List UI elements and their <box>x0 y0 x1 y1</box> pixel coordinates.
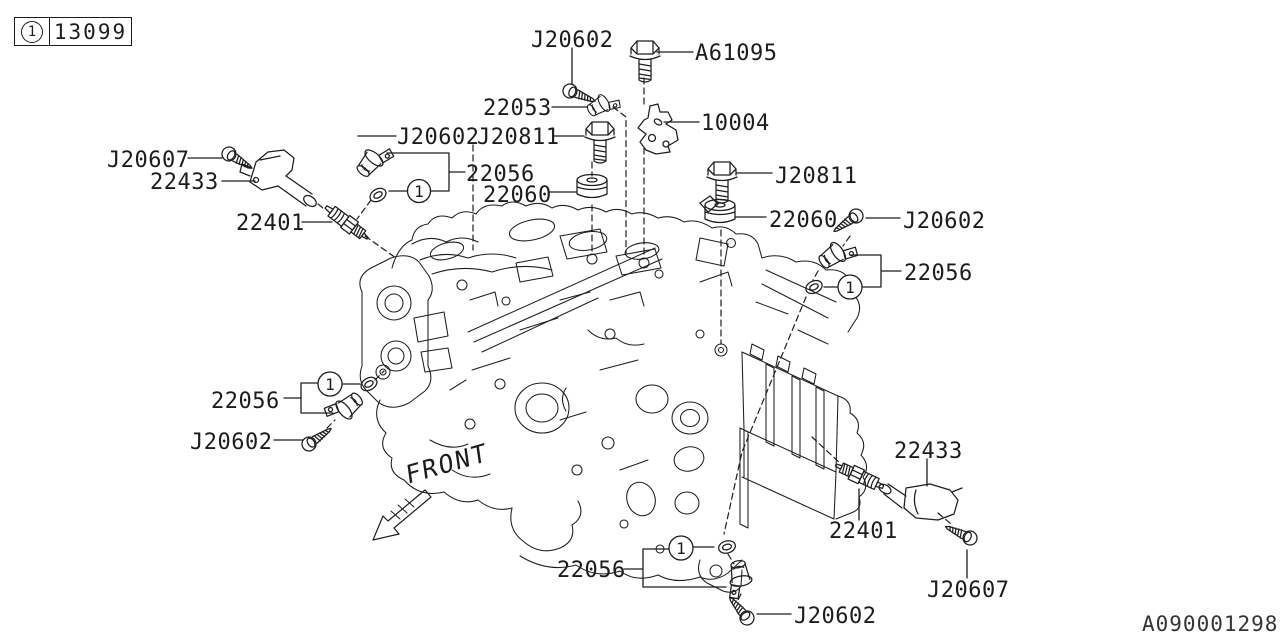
part-label-10004: 10004 <box>701 111 770 136</box>
bracket-icon-10004 <box>637 103 679 155</box>
part-label-22056-bottomcenter: 22056 <box>557 558 626 583</box>
legend-box: 1 13099 <box>14 17 132 46</box>
cam-sensor-icon-bottomcenter <box>723 558 756 601</box>
spark-plug-icon-bottom <box>832 457 887 495</box>
part-label-j20811-right: J20811 <box>775 164 858 189</box>
callout-markers: 1 1 1 1 <box>317 178 863 561</box>
part-label-j20607-bottom: J20607 <box>927 578 1010 603</box>
bolt-icon-j20602-top <box>560 81 599 109</box>
ignition-coil-icon-left <box>239 149 317 208</box>
bolt-icon-a61095 <box>629 40 661 83</box>
part-label-22060-left: 22060 <box>483 183 552 208</box>
part-label-j20602-top: J20602 <box>531 28 614 53</box>
cam-sensor-icon-topleft <box>351 137 397 184</box>
part-label-22401-bottom: 22401 <box>829 519 898 544</box>
insulator-icon-22060-left <box>576 173 608 199</box>
front-direction-arrow <box>372 489 432 541</box>
leader-lines <box>187 47 968 615</box>
bolt-icon-j20607-topleft <box>218 143 257 175</box>
sensor-icon-22053 <box>583 87 623 123</box>
drawing-number: A090001298 <box>1142 612 1279 636</box>
part-label-j20602-bottom: J20602 <box>794 604 877 629</box>
bolt-icon-j20607-bottom <box>941 519 980 548</box>
callout-marker: 1 <box>837 274 863 300</box>
oring-icon-bottomleft <box>358 373 380 395</box>
legend-callout-circle: 1 <box>21 20 43 43</box>
callout-number: 1 <box>845 278 855 297</box>
cam-sensor-icon-right <box>814 232 861 276</box>
oring-icon-topleft <box>367 184 389 206</box>
callout-number: 1 <box>325 375 335 394</box>
part-label-22056-right: 22056 <box>904 261 973 286</box>
callout-number: 1 <box>676 539 686 558</box>
part-label-22401-left: 22401 <box>236 211 305 236</box>
oring-icon-right <box>803 277 825 297</box>
part-label-22433-left: 22433 <box>150 170 219 195</box>
callout-marker: 1 <box>406 178 432 204</box>
part-label-22060-right: 22060 <box>769 208 838 233</box>
part-label-j20602-mid: J20602 <box>397 125 480 150</box>
part-label-j20602-bottomleft: J20602 <box>190 430 273 455</box>
legend-callout-cell: 1 <box>15 18 50 45</box>
part-label-a61095: A61095 <box>695 41 778 66</box>
part-label-22053: 22053 <box>483 96 552 121</box>
legend-part-number: 13099 <box>53 19 128 44</box>
oring-icon-bottomcenter <box>716 538 738 556</box>
engine-line-art <box>359 201 868 593</box>
legend-callout-number: 1 <box>27 23 37 40</box>
insulator-cap-icon <box>699 195 719 213</box>
part-icons <box>218 40 980 629</box>
bolt-icon-j20602-bottomleft <box>298 422 336 455</box>
part-label-22056-topleft: 22056 <box>466 162 535 187</box>
callout-marker: 1 <box>317 371 343 397</box>
bolt-icon-j20811-mid <box>584 121 616 164</box>
ignition-coil-icon-right <box>878 483 963 521</box>
callout-number: 1 <box>414 182 424 201</box>
bolt-icon-j20602-bottom <box>723 592 758 629</box>
part-label-j20811-mid: J20811 <box>477 125 560 150</box>
part-label-j20607-topleft: J20607 <box>107 148 190 173</box>
callout-marker: 1 <box>668 535 694 561</box>
part-label-22056-bottomleft: 22056 <box>211 389 280 414</box>
part-label-j20602-right: J20602 <box>903 209 986 234</box>
part-label-22433-right: 22433 <box>894 439 963 464</box>
